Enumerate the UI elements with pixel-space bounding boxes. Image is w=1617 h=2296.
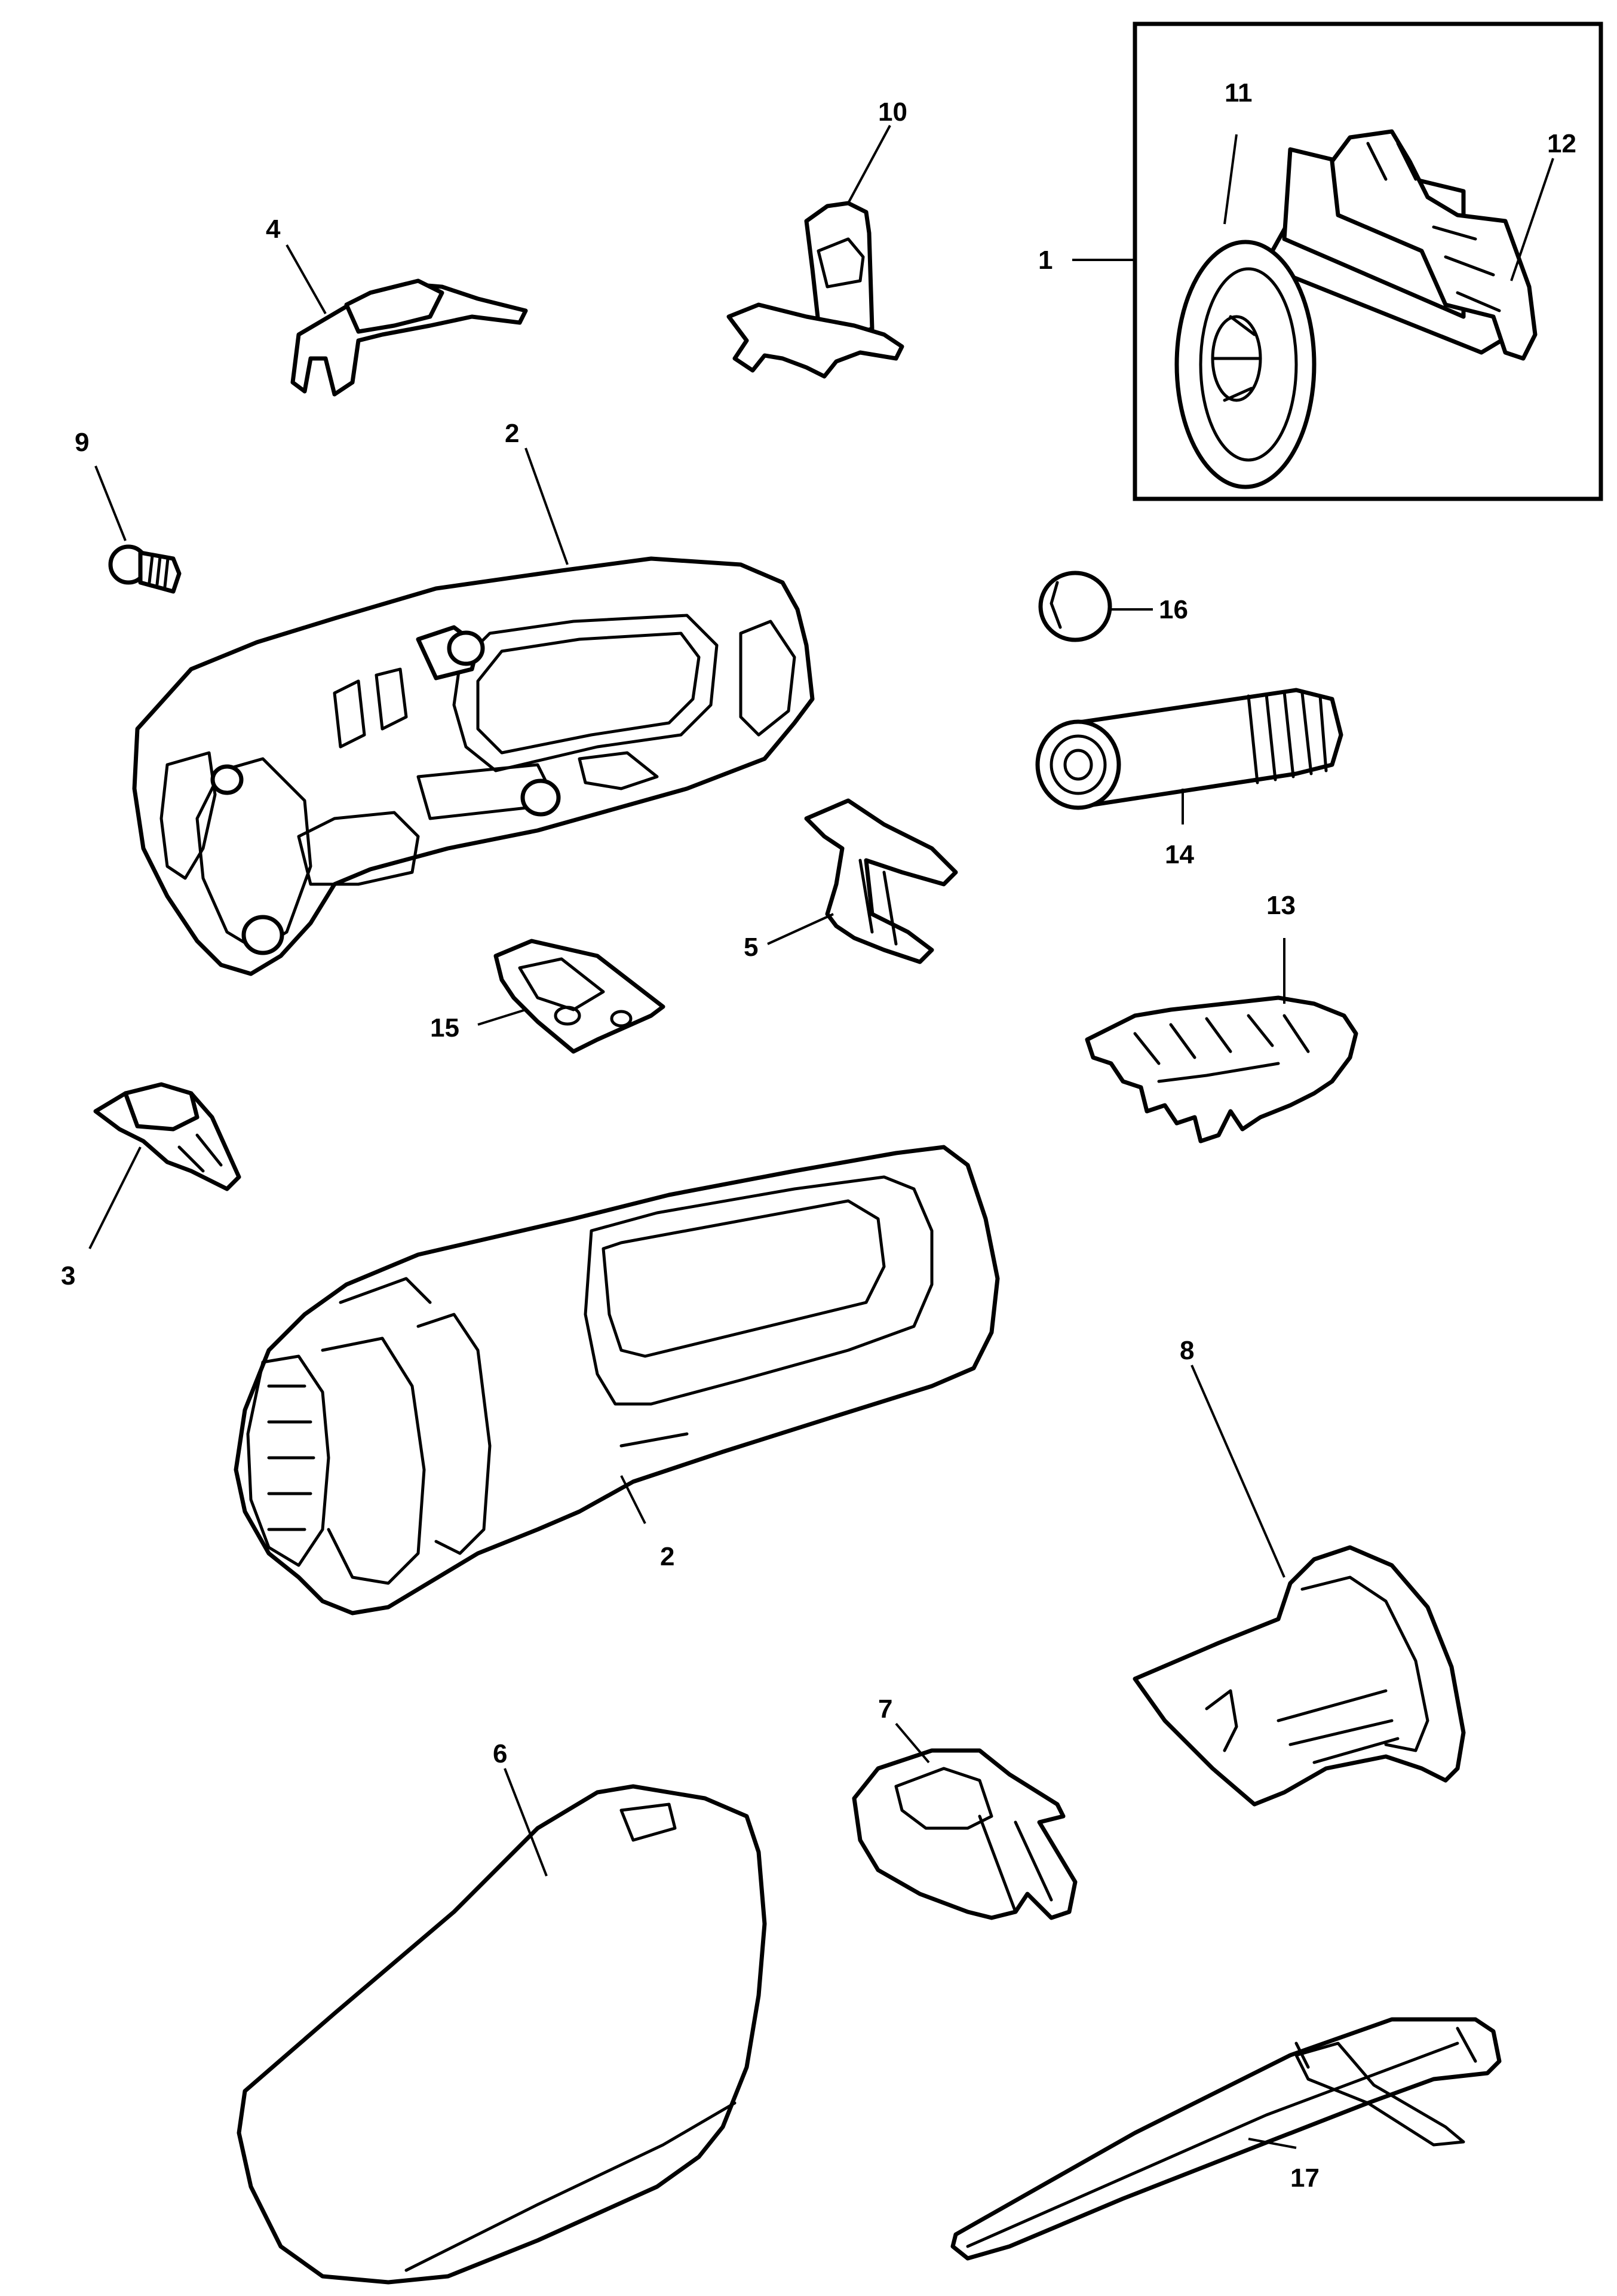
callout-6: 6 — [493, 1739, 507, 1768]
callout-3: 3 — [61, 1261, 75, 1290]
part-3-switch-button — [88, 1082, 241, 1249]
part-6-dust-bowl — [237, 1768, 767, 2285]
part-17-crevice-tool — [950, 2017, 1502, 2261]
part-16-cap — [1038, 571, 1153, 642]
callout-4: 4 — [266, 214, 281, 244]
part-14-tube — [1035, 688, 1343, 824]
callout-11: 11 — [1225, 78, 1253, 108]
callout-5: 5 — [744, 933, 758, 962]
callout-13: 13 — [1266, 891, 1296, 920]
part-8-nozzle — [1133, 1365, 1466, 1807]
callout-7: 7 — [878, 1694, 892, 1724]
part-9-screw — [94, 465, 182, 594]
callout-12: 12 — [1547, 129, 1576, 158]
callout-9: 9 — [75, 428, 89, 457]
callout-1: 1 — [1038, 246, 1053, 275]
callout-17: 17 — [1290, 2163, 1320, 2193]
callout-2a: 2 — [505, 419, 519, 448]
callout-14: 14 — [1165, 840, 1194, 869]
callout-10: 10 — [878, 97, 907, 127]
callout-2b: 2 — [660, 1542, 674, 1571]
part-5-bracket — [767, 798, 958, 964]
part-15-plate — [477, 939, 665, 1054]
callout-16: 16 — [1159, 595, 1188, 624]
part-2-lower-housing-half — [234, 1145, 1000, 1616]
part-13-terminal-block — [1085, 938, 1358, 1144]
motor-assembly-box — [1133, 22, 1603, 501]
part-4-switch-slider — [286, 244, 528, 397]
part-10-clip — [726, 125, 904, 379]
callout-15: 15 — [430, 1013, 459, 1043]
part-2-upper-housing-half — [132, 447, 815, 976]
callout-8: 8 — [1180, 1336, 1194, 1365]
part-7-valve — [852, 1722, 1078, 1920]
